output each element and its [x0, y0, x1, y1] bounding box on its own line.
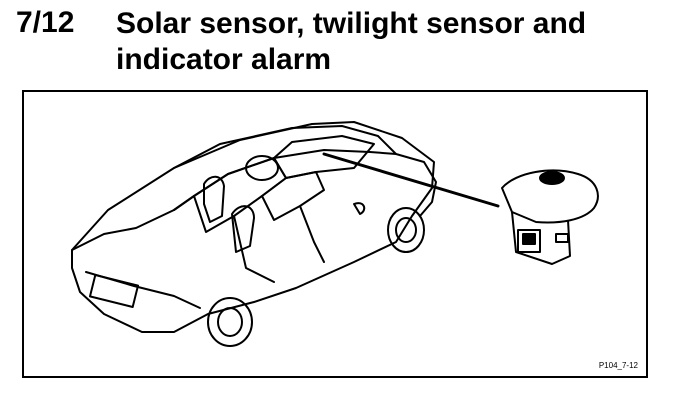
car-windshield	[273, 135, 375, 179]
sensor-leader-line	[322, 152, 500, 208]
car-rear	[71, 195, 195, 251]
car-sensor-illustration	[71, 121, 599, 347]
figure-frame: P104_7-12	[22, 90, 648, 378]
rear-wheel	[207, 297, 253, 347]
front-wheel	[387, 207, 425, 253]
section-number: 7/12	[16, 6, 75, 39]
section-title: Solar sensor, twilight sensor and indica…	[116, 7, 587, 76]
steering-wheel	[245, 155, 279, 181]
license-plate	[88, 274, 140, 308]
car-seat	[203, 175, 225, 223]
sensor-housing	[501, 169, 599, 224]
car-side-window	[193, 157, 287, 233]
figure-reference: P104_7-12	[598, 361, 638, 370]
car-roof	[173, 125, 397, 211]
section-heading: 7/12 Solar sensor, twilight sensor and i…	[0, 0, 688, 80]
